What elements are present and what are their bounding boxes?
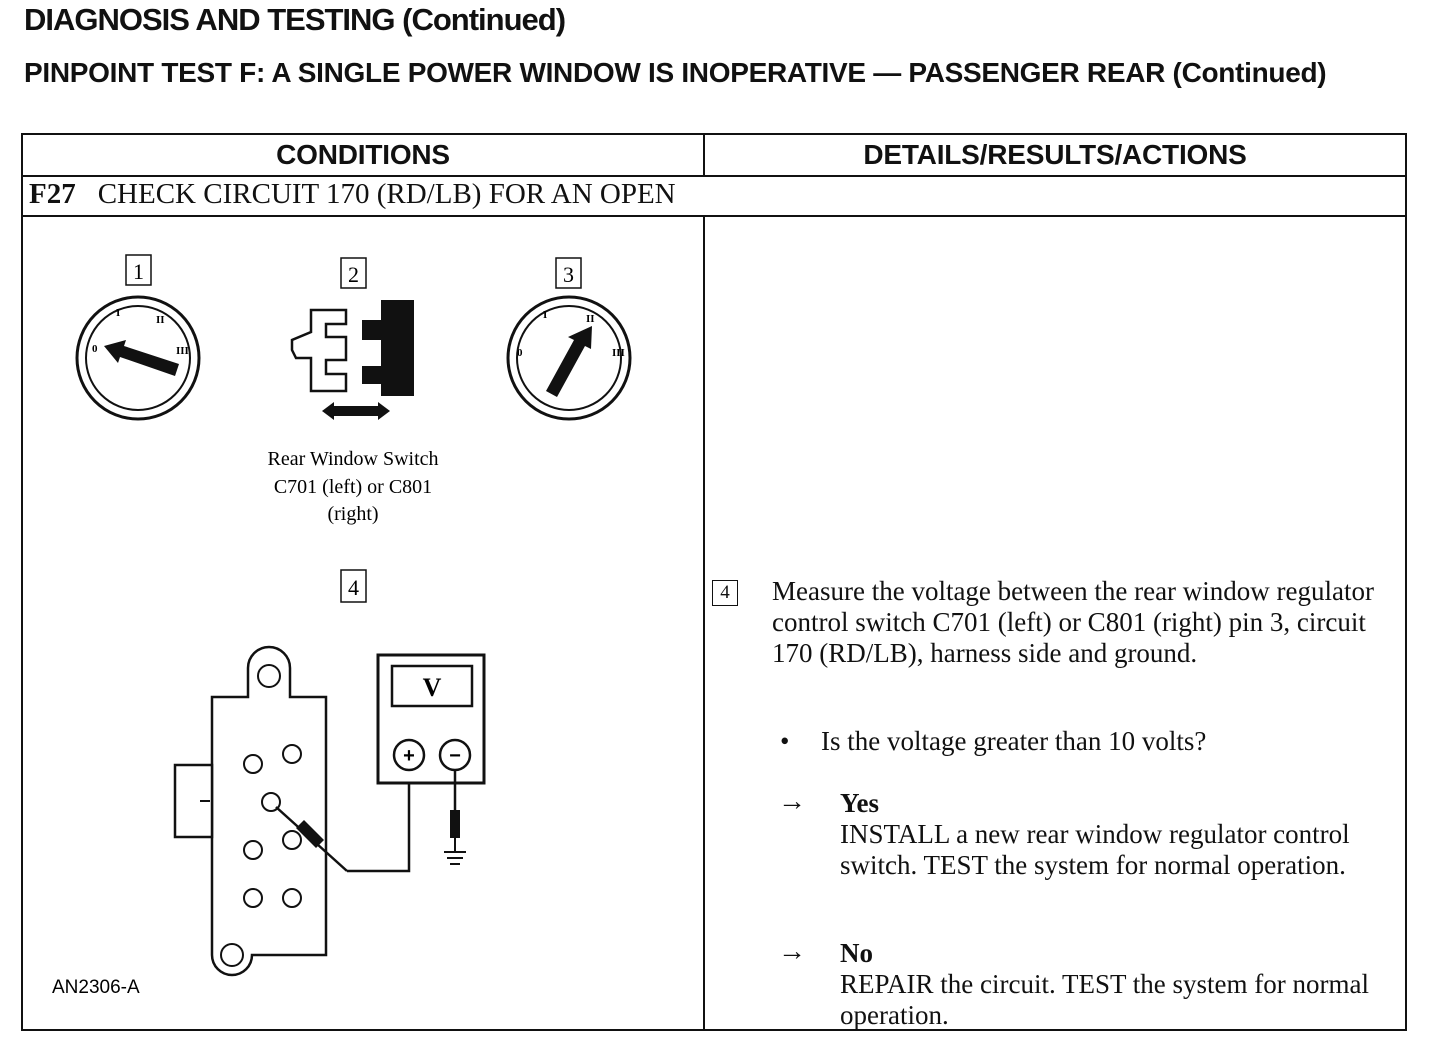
switch-caption-line-2: C701 (left) or C801 [274,476,432,498]
svg-text:0: 0 [517,347,523,359]
conditions-column-header: CONDITIONS [276,139,450,170]
step-title: CHECK CIRCUIT 170 (RD/LB) FOR AN OPEN [97,178,676,210]
step-marker-4: 4 [340,569,367,603]
meter-positive-label: + [403,745,415,767]
pinpoint-test-title: PINPOINT TEST F: A SINGLE POWER WINDOW I… [24,57,1327,88]
arrow-right-icon: → [778,936,806,967]
svg-text:3: 3 [563,262,574,287]
switch-caption-line-3: (right) [327,503,378,525]
harness-connector-icon [173,645,328,977]
answer-no-label: No [840,938,873,968]
test-procedure-illustration: 1 2 3 4 0 I II III 0 I II III Re [52,254,632,998]
step-code: F27 [29,178,76,210]
svg-text:I: I [116,307,120,319]
svg-text:0: 0 [92,343,98,355]
svg-text:III: III [612,347,625,359]
step-marker-2: 2 [340,257,367,289]
svg-text:2: 2 [348,262,359,287]
ignition-switch-off-icon: 0 I II III [75,295,201,421]
svg-text:I: I [543,309,547,321]
ground-symbol-icon [444,770,466,865]
svg-text:4: 4 [348,575,359,600]
step-row: F27 CHECK CIRCUIT 170 (RD/LB) FOR AN OPEN [29,178,676,211]
svg-text:III: III [176,345,189,357]
voltmeter-icon: V + − [376,653,486,785]
figure-id: AN2306-A [52,977,140,998]
answer-yes-label: Yes [840,788,879,818]
switch-caption-line-1: Rear Window Switch [267,448,438,470]
details-column-header: DETAILS/RESULTS/ACTIONS [863,139,1247,170]
step-marker-3: 3 [555,257,582,289]
diagnostic-table: CONDITIONS DETAILS/RESULTS/ACTIONS F27 CH… [21,133,1407,1031]
arrow-right-icon: → [778,786,806,817]
voltmeter-label: V [423,673,442,702]
measure-instruction: Measure the voltage between the rear win… [772,576,1375,668]
svg-text:1: 1 [133,259,144,284]
header-divider [23,175,1405,177]
answer-no-action: REPAIR the circuit. TEST the system for … [840,969,1369,1030]
question-text: Is the voltage greater than 10 volts? [821,726,1207,756]
window-switch-connector-icon [290,300,414,420]
meter-negative-label: − [449,745,461,767]
bullet-icon: • [780,726,790,756]
column-divider [703,215,705,1029]
answer-yes-action: INSTALL a new rear window regulator cont… [840,819,1350,880]
probe-lead-icon [275,762,411,873]
step-number-badge: 4 [712,580,738,606]
ignition-switch-run-icon: 0 I II III [506,295,632,421]
page-title: DIAGNOSIS AND TESTING (Continued) [24,2,566,37]
header-column-divider [703,135,705,175]
step-marker-1: 1 [125,254,152,286]
svg-text:II: II [156,314,165,326]
step-divider [23,215,1405,217]
svg-text:II: II [586,313,595,325]
